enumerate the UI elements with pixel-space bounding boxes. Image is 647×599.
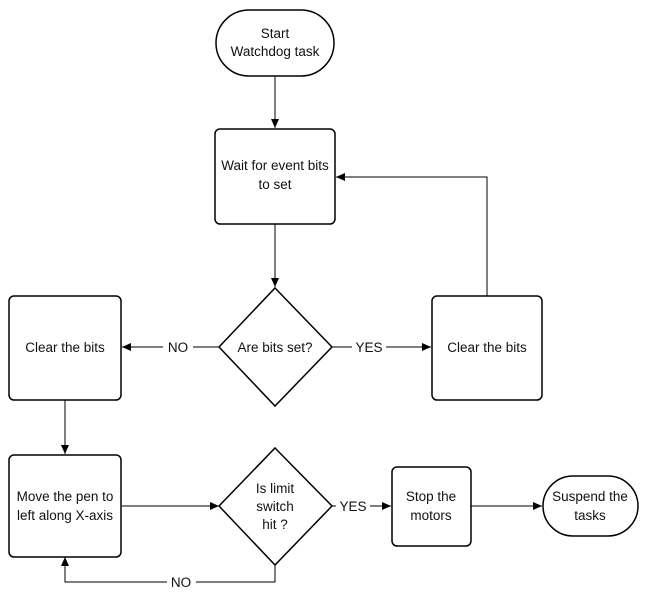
suspend-terminal	[542, 475, 639, 537]
limit-label-line3: hit ?	[262, 517, 288, 532]
edge-label-bits-no: NO	[168, 340, 188, 355]
edge-limit-no-loop-to-move-pen	[61, 557, 167, 583]
clear-left-label: Clear the bits	[25, 340, 105, 355]
move-pen-label-line1: Move the pen to	[17, 489, 114, 504]
edge-label-bits-yes: YES	[355, 340, 382, 355]
edge-limit-no-part1	[196, 565, 276, 583]
wait-process-box	[214, 128, 336, 225]
bits-set-label: Are bits set?	[237, 340, 312, 355]
edge-label-limit-no: NO	[171, 575, 191, 590]
bits-set-decision	[217, 286, 334, 408]
start-terminal	[215, 9, 335, 77]
clear-bits-right-box	[431, 295, 543, 401]
suspend-label-line2: tasks	[574, 508, 606, 523]
move-pen-box	[8, 454, 122, 558]
wait-label-line2: to set	[258, 177, 291, 192]
move-pen-label-line2: left along X-axis	[17, 508, 113, 523]
stop-label-line2: motors	[410, 508, 452, 523]
limit-label-line1: Is limit	[256, 481, 294, 496]
edge-clear-right-loop-to-wait	[336, 173, 488, 296]
start-label-line1: Start	[261, 26, 290, 41]
stop-label-line1: Stop the	[406, 489, 456, 504]
clear-bits-left-box	[8, 295, 122, 401]
clear-right-label: Clear the bits	[447, 340, 527, 355]
suspend-label-line1: Suspend the	[552, 489, 628, 504]
wait-label-line1: Wait for event bits	[221, 158, 329, 173]
stop-motors-box	[391, 466, 472, 547]
limit-switch-decision	[217, 446, 334, 567]
edge-label-limit-yes: YES	[339, 499, 366, 514]
limit-label-line2: switch	[256, 499, 294, 514]
start-label-line2: Watchdog task	[231, 44, 320, 59]
